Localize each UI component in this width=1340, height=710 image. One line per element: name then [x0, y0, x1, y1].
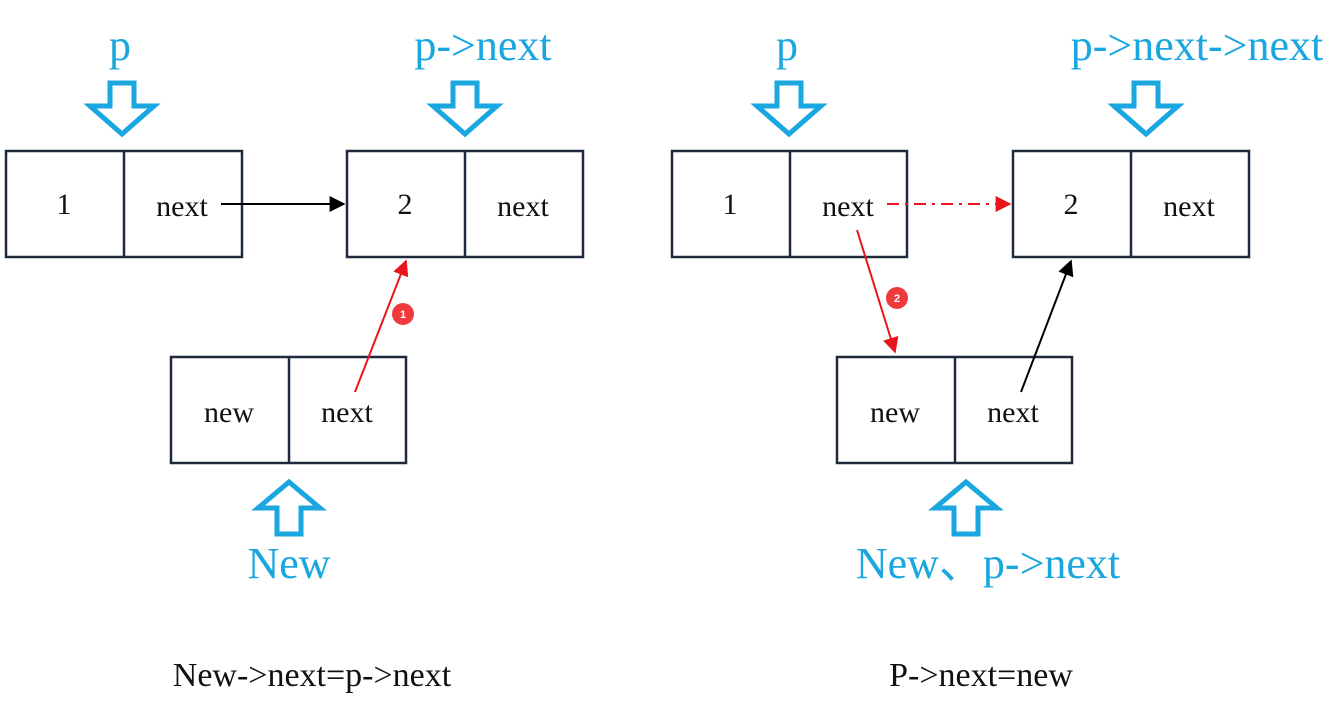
right-label-p-next-next: p->next->next: [1071, 21, 1323, 70]
left-label-new: New: [247, 539, 330, 588]
right-step-badge-number: 2: [894, 293, 900, 305]
left-step-badge-number: 1: [400, 309, 406, 321]
left-node-2-value: 2: [398, 188, 413, 221]
left-node-new: new next: [169, 355, 408, 465]
left-node-new-next: next: [321, 396, 373, 429]
right-node-1-next: next: [822, 190, 874, 223]
right-node-2: 2 next: [1011, 149, 1251, 259]
left-node-new-value: new: [204, 396, 254, 429]
left-new-up-arrow-icon: [251, 478, 327, 537]
right-step-arrow: [856, 229, 899, 354]
right-node-new-next: next: [987, 396, 1039, 429]
left-node-2: 2 next: [345, 149, 585, 259]
left-node-2-next: next: [497, 190, 549, 223]
right-label-p: p: [776, 21, 798, 70]
left-p-down-arrow-icon: [83, 80, 161, 138]
right-new-up-arrow-icon: [928, 478, 1004, 537]
left-p-next-down-arrow-icon: [426, 80, 504, 138]
left-node-1: 1 next: [4, 149, 244, 259]
right-step-badge: 2: [886, 287, 908, 309]
left-caption: New->next=p->next: [173, 657, 452, 694]
right-node-new: new next: [835, 355, 1074, 465]
left-node-1-next: next: [156, 190, 208, 223]
right-caption: P->next=new: [889, 657, 1073, 694]
right-node-2-value: 2: [1064, 188, 1079, 221]
right-node-new-value: new: [870, 396, 920, 429]
right-new-link-arrow: [1020, 259, 1074, 393]
right-node-2-next: next: [1163, 190, 1215, 223]
right-p-down-arrow-icon: [750, 80, 828, 138]
right-label-new: New、p->next: [856, 539, 1120, 588]
left-label-p-next: p->next: [414, 21, 551, 70]
right-panel: p p->next->next 1 next 2 next new next: [670, 21, 1323, 694]
right-node-1: 1 next: [670, 149, 909, 259]
left-node-1-value: 1: [57, 188, 72, 221]
right-node-1-value: 1: [723, 188, 738, 221]
left-label-p: p: [109, 21, 131, 70]
right-p-next-next-down-arrow-icon: [1107, 80, 1185, 138]
left-step-badge: 1: [392, 303, 414, 325]
left-panel: p p->next 1 next 2 next new next: [4, 21, 585, 694]
left-step-arrow: [354, 259, 409, 393]
